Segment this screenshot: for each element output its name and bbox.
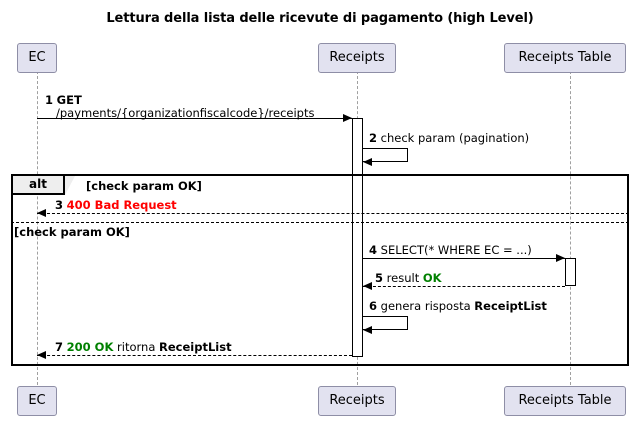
alt-guard-2: [check param OK] (14, 225, 130, 239)
message-7-text-bold: ReceiptList (159, 340, 232, 354)
message-7-arrowhead (37, 351, 46, 359)
activation-receipts (352, 118, 363, 357)
participant-receipts-label-top: Receipts (329, 50, 385, 65)
participant-receipts-top[interactable]: Receipts (318, 43, 396, 73)
participant-receipts-table-bottom[interactable]: Receipts Table (504, 386, 626, 416)
message-5-status: OK (422, 271, 442, 285)
message-1-arrowhead (343, 114, 352, 122)
participant-receipts-label-bottom: Receipts (329, 393, 385, 408)
message-2-arrowhead (363, 158, 372, 166)
alt-fragment-operator-box: alt (13, 176, 65, 195)
message-7-text: ritorna (113, 340, 160, 354)
message-5-number: 5 (375, 271, 384, 285)
message-4-label: 4 SELECT(* WHERE EC = ...) (369, 244, 532, 257)
message-3-number: 3 (55, 198, 64, 212)
message-1-label-line2: /payments/{organizationfiscalcode}/recei… (56, 107, 314, 120)
message-7-number: 7 (55, 340, 64, 354)
message-2-number: 2 (369, 131, 378, 145)
message-6-self-loop (363, 316, 408, 330)
message-2-text: check param (pagination) (380, 131, 530, 145)
message-5-arrowhead (363, 282, 372, 290)
message-6-text-bold: ReceiptList (474, 299, 547, 313)
message-7-line (37, 355, 352, 356)
diagram-title: Lettura della lista delle ricevute di pa… (106, 11, 534, 26)
participant-ec-bottom[interactable]: EC (17, 386, 57, 416)
message-3-text: 400 Bad Request (66, 198, 177, 212)
alt-guard-1: [check param OK] (86, 179, 202, 193)
alt-fragment (11, 174, 629, 366)
message-3-label: 3 400 Bad Request (55, 199, 177, 212)
message-6-arrowhead (363, 326, 372, 334)
message-3-arrowhead (37, 209, 46, 217)
participant-receipts-table-top[interactable]: Receipts Table (504, 43, 626, 73)
message-6-label: 6 genera risposta ReceiptList (369, 300, 547, 313)
message-5-label: 5 result OK (375, 272, 442, 285)
message-6-number: 6 (369, 299, 378, 313)
message-4-text: SELECT(* WHERE EC = ...) (380, 243, 532, 257)
message-1-text-line1: GET (56, 93, 82, 107)
lifeline-ec (37, 71, 38, 385)
message-7-label: 7 200 OK ritorna ReceiptList (55, 341, 232, 354)
message-1-text-line2: /payments/{organizationfiscalcode}/recei… (56, 106, 315, 120)
message-2-self-loop (363, 148, 408, 162)
participant-ec-label-top: EC (28, 50, 46, 65)
message-4-line (363, 258, 565, 259)
participant-ec-top[interactable]: EC (17, 43, 57, 73)
alt-operator-label: alt (29, 177, 47, 191)
message-2-label: 2 check param (pagination) (369, 132, 529, 145)
message-7-status: 200 OK (66, 340, 114, 354)
message-1-label: 1 GET (45, 94, 82, 107)
alt-fragment-tab-notch (65, 176, 75, 195)
alt-else-divider (11, 222, 629, 223)
activation-receipts-table (565, 258, 576, 286)
participant-receipts-table-label-top: Receipts Table (518, 50, 612, 65)
message-1-number: 1 (45, 93, 54, 107)
message-6-text: genera risposta (380, 299, 475, 313)
message-5-line (363, 286, 565, 287)
participant-ec-label-bottom: EC (28, 393, 46, 408)
participant-receipts-bottom[interactable]: Receipts (318, 386, 396, 416)
message-5-text: result (386, 271, 423, 285)
message-1-line (37, 118, 352, 119)
lifeline-receipts-table (570, 71, 571, 385)
participant-receipts-table-label-bottom: Receipts Table (518, 393, 612, 408)
message-3-line (37, 213, 629, 214)
message-4-arrowhead (556, 254, 565, 262)
message-4-number: 4 (369, 243, 378, 257)
